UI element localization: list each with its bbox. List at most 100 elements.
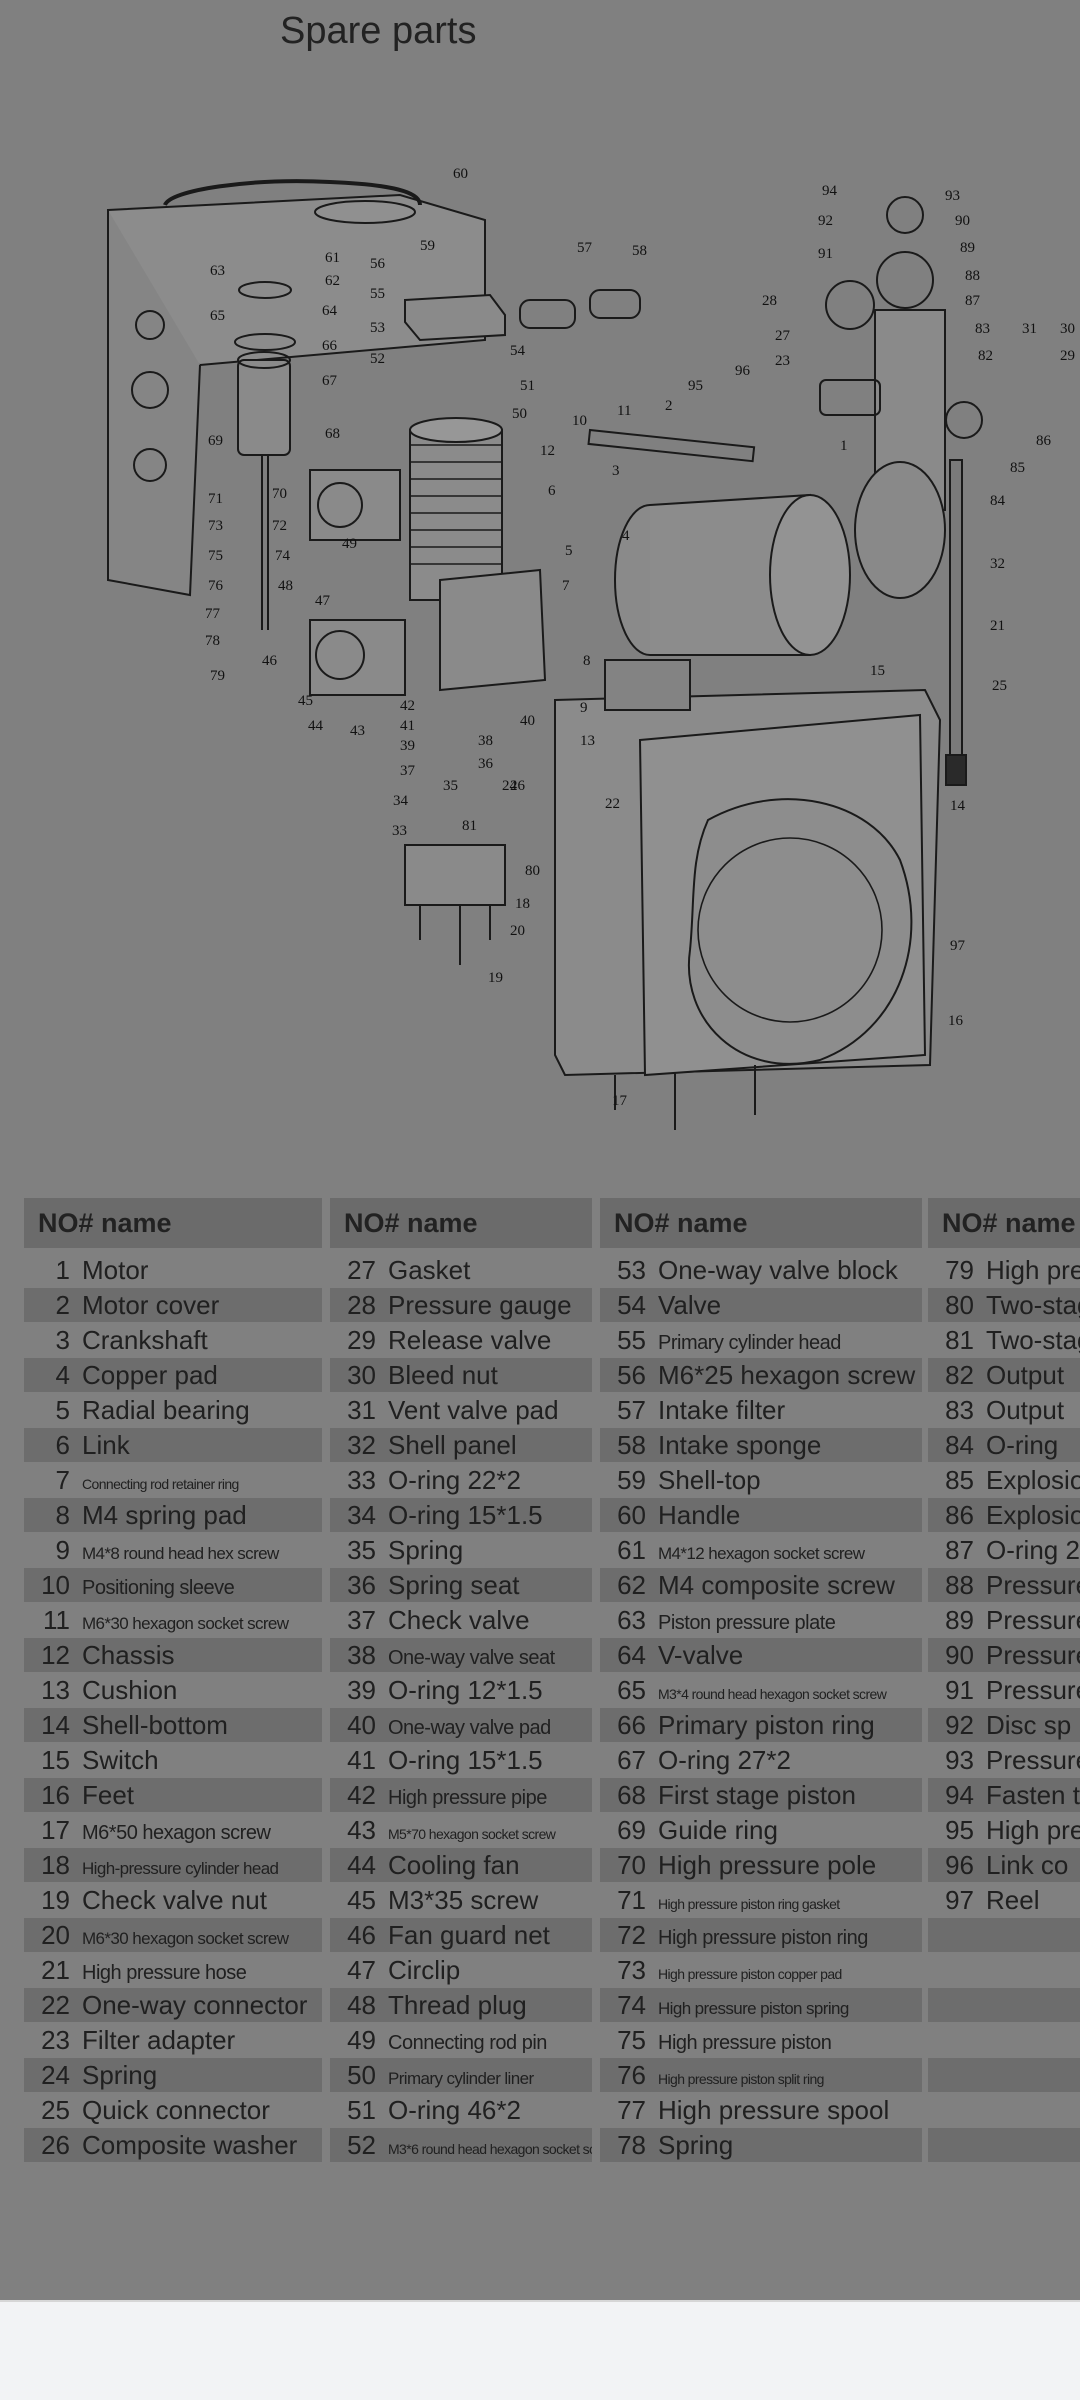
part-number: 52 <box>347 2130 376 2160</box>
part-name: Fan guard net <box>388 1920 550 1950</box>
bottom-bar <box>0 2300 1080 2400</box>
part-number: 45 <box>347 1885 376 1915</box>
part-number: 73 <box>617 1955 646 1985</box>
column-header: NO# name <box>24 1198 322 1248</box>
part-name: Spring <box>658 2130 734 2160</box>
callout: 41 <box>400 718 415 734</box>
callout: 82 <box>978 348 993 364</box>
part-name: Link <box>82 1430 130 1460</box>
part-name: Primary cylinder liner <box>388 2069 534 2088</box>
callout: 25 <box>992 678 1007 694</box>
callout: 19 <box>488 970 503 986</box>
callout: 27 <box>775 328 791 344</box>
part-name: Thread plug <box>388 1990 527 2020</box>
callout: 37 <box>400 763 416 779</box>
callout: 31 <box>1022 321 1037 337</box>
callout: 75 <box>208 548 223 564</box>
part-number: 69 <box>617 1815 646 1845</box>
table-row <box>928 2093 1080 2127</box>
part-number: 49 <box>347 2025 376 2055</box>
part-name: High pressure piston spring <box>658 1999 849 2018</box>
callout: 79 <box>210 668 225 684</box>
part-number: 67 <box>617 1745 646 1775</box>
callout: 59 <box>420 238 435 254</box>
part-name: Fasten t <box>986 1780 1080 1810</box>
callout: 39 <box>400 738 415 754</box>
part-name: Bleed nut <box>388 1360 498 1390</box>
part-number: 36 <box>347 1570 376 1600</box>
part-number: 44 <box>347 1850 376 1880</box>
part-number: 61 <box>617 1535 646 1565</box>
part-number: 50 <box>347 2060 376 2090</box>
table-row <box>928 1953 1080 1987</box>
part-name: Intake sponge <box>658 1430 822 1460</box>
part-name: Primary piston ring <box>658 1710 875 1740</box>
callout: 58 <box>632 243 647 259</box>
part-name: Shell-bottom <box>82 1710 228 1740</box>
part-number: 76 <box>617 2060 646 2090</box>
callout: 57 <box>577 240 593 256</box>
table-row: 49 Connecting rod pin <box>330 2023 592 2057</box>
part-number: 37 <box>347 1605 376 1635</box>
part-number: 57 <box>617 1395 646 1425</box>
callout: 83 <box>975 321 990 337</box>
part-number: 80 <box>945 1290 974 1320</box>
callout: 96 <box>735 363 751 379</box>
part-name: Connecting rod retainer ring <box>82 1476 239 1492</box>
callout: 45 <box>298 693 313 709</box>
callout: 64 <box>322 303 338 319</box>
callout: 30 <box>1060 321 1075 337</box>
part-number: 14 <box>41 1710 70 1740</box>
callout: 51 <box>520 378 535 394</box>
part-name: Connecting rod pin <box>388 2032 547 2054</box>
part-number: 9 <box>55 1535 70 1565</box>
part-number: 53 <box>617 1255 646 1285</box>
part-number: 79 <box>945 1255 974 1285</box>
callout: 84 <box>990 493 1006 509</box>
callout: 29 <box>1060 348 1075 364</box>
part-number: 7 <box>55 1465 70 1495</box>
part-number: 43 <box>347 1815 376 1845</box>
part-number: 23 <box>41 2025 70 2055</box>
callout: 13 <box>580 733 595 749</box>
callout: 9 <box>580 700 588 716</box>
callout: 67 <box>322 373 338 389</box>
callout: 63 <box>210 263 225 279</box>
callout: 70 <box>272 486 287 502</box>
part-number: 71 <box>617 1885 646 1915</box>
part-name: Pressure <box>986 1745 1080 1775</box>
part-number: 18 <box>41 1850 70 1880</box>
part-name: One-way valve seat <box>388 1647 555 1669</box>
callout: 90 <box>955 213 970 229</box>
part-number: 89 <box>945 1605 974 1635</box>
diagram-drawing <box>106 179 983 1130</box>
part-name: Cooling fan <box>388 1850 520 1880</box>
part-name: Piston pressure plate <box>658 1612 836 1634</box>
callout: 72 <box>272 518 287 534</box>
part-number: 75 <box>617 2025 646 2055</box>
